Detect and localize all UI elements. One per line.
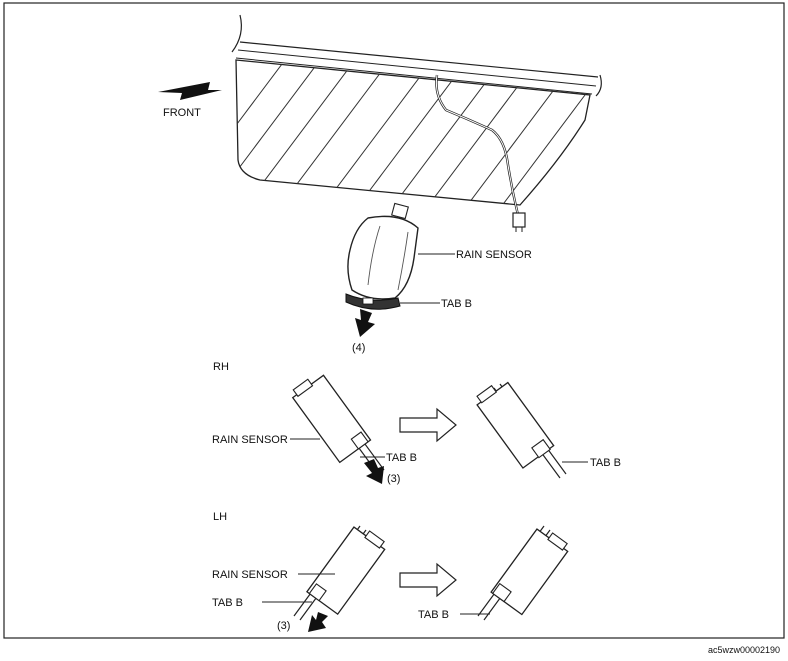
diagram-frame xyxy=(3,2,785,639)
rain-sensor-label-lh: RAIN SENSOR xyxy=(212,569,288,581)
rh-sensor-after xyxy=(476,381,567,479)
lh-sensor-before xyxy=(293,525,386,621)
pull-arrow-lh-icon xyxy=(308,612,328,632)
hollow-right-arrow-lh-icon xyxy=(399,562,457,598)
tab-b-label-top: TAB B xyxy=(441,298,472,310)
front-direction-arrow-icon xyxy=(158,82,222,100)
front-label: FRONT xyxy=(163,107,201,119)
lh-sensor-after xyxy=(477,525,569,621)
tab-b-label-lh: TAB B xyxy=(212,597,243,609)
rh-label: RH xyxy=(213,361,229,373)
rh-sensor-before xyxy=(291,374,385,475)
hollow-right-arrow-icon xyxy=(399,407,457,443)
rain-sensor-label-rh: RAIN SENSOR xyxy=(212,434,288,446)
windshield-assembly xyxy=(231,14,602,232)
step-3-label-rh: (3) xyxy=(387,473,400,485)
tab-b-label-lh-after: TAB B xyxy=(418,609,449,621)
lh-label: LH xyxy=(213,511,227,523)
pull-down-arrow-icon xyxy=(355,309,375,337)
image-code: ac5wzw00002190 xyxy=(708,645,780,655)
step-3-label-lh: (3) xyxy=(277,620,290,632)
rain-sensor-label-top: RAIN SENSOR xyxy=(456,249,532,261)
pull-arrow-rh-icon xyxy=(364,459,384,484)
tab-b-label-rh-after: TAB B xyxy=(590,457,621,469)
tab-b-label-rh: TAB B xyxy=(386,452,417,464)
rain-sensor-top xyxy=(345,202,419,310)
step-4-label: (4) xyxy=(352,342,365,354)
